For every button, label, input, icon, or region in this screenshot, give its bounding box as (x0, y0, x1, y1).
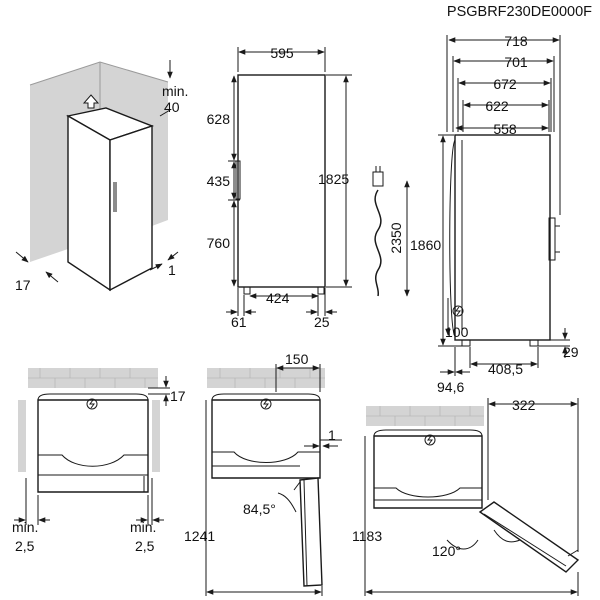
gas-warning-icon (86, 398, 98, 410)
label-door-322: 322 (512, 397, 536, 413)
open-door-b (478, 501, 580, 573)
front-view: 595 628 435 760 1825 424 61 25 (207, 45, 352, 330)
fridge-side-body (454, 134, 551, 341)
label-foot-right: 25 (314, 314, 330, 330)
label-angle-120: 120° (432, 543, 461, 559)
label-width-1241: 1241 (184, 528, 215, 544)
label-height-total: 1825 (318, 171, 349, 187)
cable-view: 2350 (372, 166, 410, 297)
door-open-arrow-icon (82, 94, 100, 109)
gas-warning-icon (424, 434, 436, 446)
label-gap-top: 40 (164, 99, 180, 115)
label-top-section: 628 (207, 111, 231, 127)
label-feet-408: 408,5 (488, 361, 523, 377)
label-offset-1: 1 (328, 427, 336, 443)
label-side-gap: 17 (15, 277, 31, 293)
label-depth-672: 672 (493, 76, 517, 92)
label-handle-section: 435 (207, 173, 231, 189)
label-hinge-150: 150 (285, 351, 309, 367)
top-view-c: 322 120° 1183 (352, 397, 580, 596)
label-width-1183: 1183 (352, 528, 382, 544)
label-base-29: 29 (563, 344, 579, 360)
label-cable: 2350 (388, 222, 404, 253)
top-view-b: 150 1 84,5° 1241 (184, 351, 342, 596)
label-height-side: 1860 (410, 237, 441, 253)
label-min-gap-right: 2,5 (135, 538, 155, 554)
label-depth-622: 622 (485, 98, 509, 114)
label-top-gap-17: 17 (170, 388, 186, 404)
label-depth-558: 558 (493, 121, 517, 137)
power-plug-icon (372, 171, 384, 187)
foot-right (317, 286, 325, 295)
label-feet-94: 94,6 (437, 379, 464, 395)
open-door-a (299, 477, 323, 587)
top-view-a: 17 min. 2,5 min. 2,5 (12, 368, 186, 554)
model-code: PSGBRF230DE0000F (447, 4, 592, 20)
side-view: 718 701 672 622 558 1860 100 29 408,5 94… (410, 33, 579, 395)
label-feet-span: 424 (266, 290, 290, 306)
label-depth-718: 718 (504, 33, 528, 49)
fridge-top-a (37, 399, 149, 493)
gas-warning-icon (260, 398, 272, 410)
iso-view: min. 40 17 1 (15, 60, 188, 293)
label-min: min. (162, 83, 188, 99)
side-back-curve (449, 139, 456, 337)
label-bottom-section: 760 (207, 235, 231, 251)
label-foot-left: 61 (231, 314, 247, 330)
label-base-100: 100 (445, 324, 469, 340)
gas-warning-icon (452, 305, 464, 317)
label-width-front: 595 (270, 45, 294, 61)
fridge-side (67, 114, 111, 292)
fridge-top-c (373, 435, 483, 509)
fridge-front-body (237, 74, 326, 288)
label-min-right: min. (130, 519, 156, 535)
label-min-gap-left: 2,5 (15, 538, 35, 554)
side-handle (548, 217, 556, 261)
fridge-front (109, 125, 153, 292)
label-angle-84: 84,5° (243, 501, 276, 517)
power-cable (374, 189, 382, 297)
foot-left (243, 286, 251, 295)
label-side-gap-right: 1 (168, 262, 176, 278)
label-depth-701: 701 (504, 54, 528, 70)
label-min-left: min. (12, 519, 38, 535)
